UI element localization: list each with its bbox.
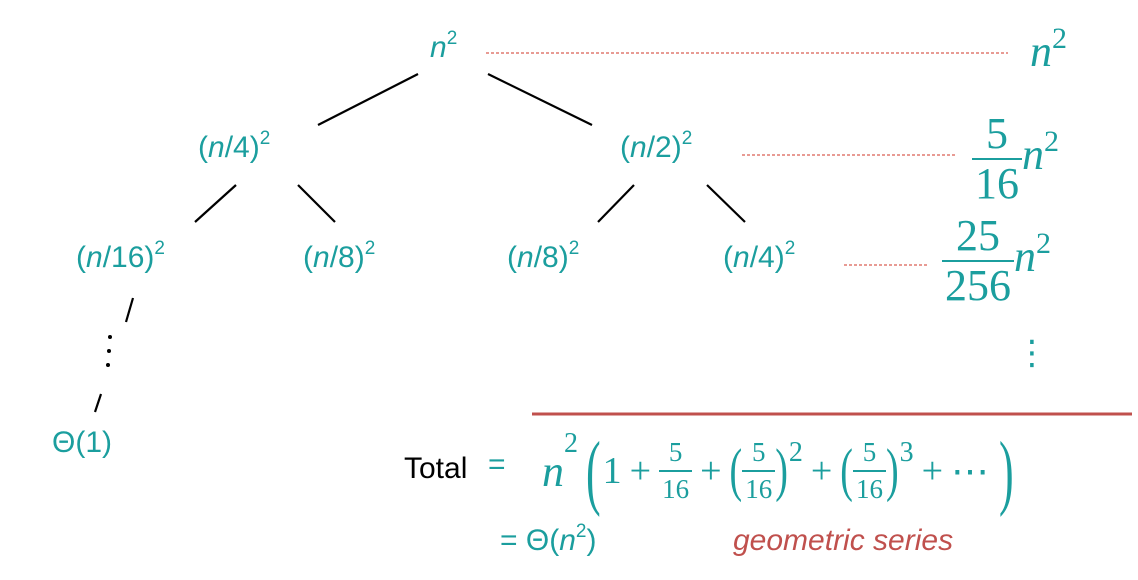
tree-leaf: Θ(1)	[52, 426, 112, 459]
level-sums-ellipsis: ⋮	[1015, 334, 1049, 372]
series-sq-close: )	[775, 438, 788, 504]
tree-dot-3	[106, 363, 110, 367]
series-ellipsis: ⋯	[951, 450, 990, 493]
series-plus-3: +	[810, 450, 833, 492]
level-sum-0: n2	[1030, 22, 1067, 76]
edge-l1a-right	[297, 184, 336, 223]
series-plus-1: +	[629, 450, 652, 492]
series-sq-power: 2	[788, 437, 803, 468]
series-cube-close: )	[885, 438, 899, 504]
edge-l1a-left	[194, 184, 237, 223]
series-plus-2: +	[700, 450, 722, 492]
series-open-paren: (	[586, 424, 601, 518]
edge-l1b-left	[597, 184, 635, 223]
series-plus-4: +	[921, 450, 944, 492]
tree-node-level1-left: (n/4)2	[198, 128, 271, 164]
tree-node-root: n2	[430, 29, 457, 64]
edge-root-left	[317, 73, 419, 126]
series-term-1: 1	[602, 450, 622, 492]
series-sq-frac: 5 16	[742, 437, 776, 505]
level-sum-2: 25 256 n2	[942, 214, 1051, 308]
edge-l2-down-2	[93, 393, 103, 413]
total-result: = Θ(n2)	[500, 521, 597, 557]
tree-dot-2	[107, 349, 111, 353]
tree-node-level2-4: (n/4)2	[723, 238, 796, 274]
level-sum-2-fraction: 25 256	[942, 214, 1014, 308]
node-var: n	[430, 31, 447, 64]
tree-node-level1-right: (n/2)2	[620, 128, 693, 164]
tree-dot-1	[108, 335, 112, 339]
geometric-series-label: geometric series	[733, 524, 954, 557]
edge-l2-down-1	[124, 297, 135, 323]
series-term-frac: 5 16	[659, 437, 693, 505]
total-label: Total	[404, 452, 468, 485]
total-series-expression: n2 ( 1 + 5 16 + ( 5 16 ) 2 + ( 5 16 ) 3	[400, 420, 1138, 540]
edge-root-right	[487, 73, 593, 126]
series-close-paren: )	[999, 424, 1014, 518]
tree-node-level2-2: (n/8)2	[303, 238, 376, 274]
edge-l1b-right	[706, 184, 746, 223]
series-n-squared: n2	[542, 427, 578, 496]
series-cube-frac: 5 16	[852, 437, 886, 505]
series-cube-power: 3	[899, 437, 914, 468]
level-sum-1: 5 16 n2	[972, 112, 1059, 206]
tree-node-level2-1: (n/16)2	[76, 238, 165, 274]
node-exp: 2	[446, 28, 458, 49]
series-sq-open: (	[729, 438, 743, 504]
total-equals: =	[488, 448, 506, 481]
tree-node-level2-3: (n/8)2	[507, 238, 580, 274]
series-cube-open: (	[840, 438, 853, 504]
level-sum-1-fraction: 5 16	[972, 112, 1022, 206]
